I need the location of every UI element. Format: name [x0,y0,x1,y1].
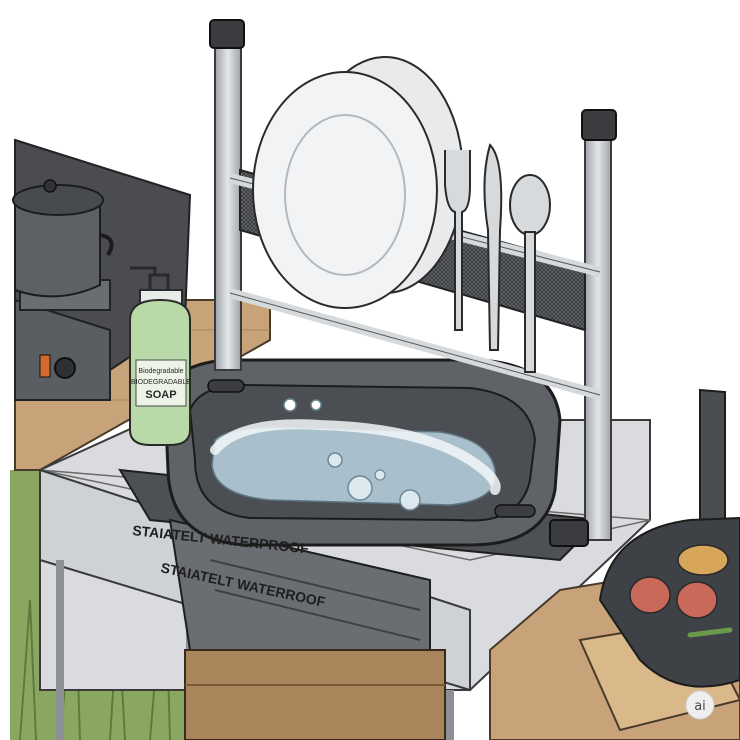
stove-knob-icon [54,357,76,379]
soap-label-line1: Biodegradable [138,368,183,375]
collapsible-wash-basin [163,358,562,547]
water-bubble [327,452,343,468]
spoon-icon [509,174,551,236]
griddle-pan [598,388,740,688]
food-item [677,544,729,576]
basin-handle-left [207,379,245,393]
fork-icon [444,150,471,331]
soap-label [135,359,187,407]
dinner-plates [252,56,464,309]
knife-icon [483,143,503,351]
utensils [444,143,551,373]
storage-crate [184,649,446,740]
pot-lid-knob-icon [43,179,57,193]
soap-label-line2: BIODEGRADABLE [131,379,191,386]
water-bubble [283,398,297,412]
cooking-pot [12,179,114,298]
water-bubble [399,489,421,511]
pump-icon [130,266,170,290]
soap-bottle: Biodegradable BIODEGRADABLE SOAP [129,266,191,446]
ai-watermark-badge: ai [685,690,715,720]
food-item [676,581,718,619]
ai-badge-text: ai [694,699,706,714]
soap-label-line3: SOAP [145,389,176,401]
food-item [629,576,671,614]
water-bubble [347,475,373,501]
water-bubble [310,399,322,411]
water-bubble [374,469,386,481]
basin-handle-right [494,504,536,518]
